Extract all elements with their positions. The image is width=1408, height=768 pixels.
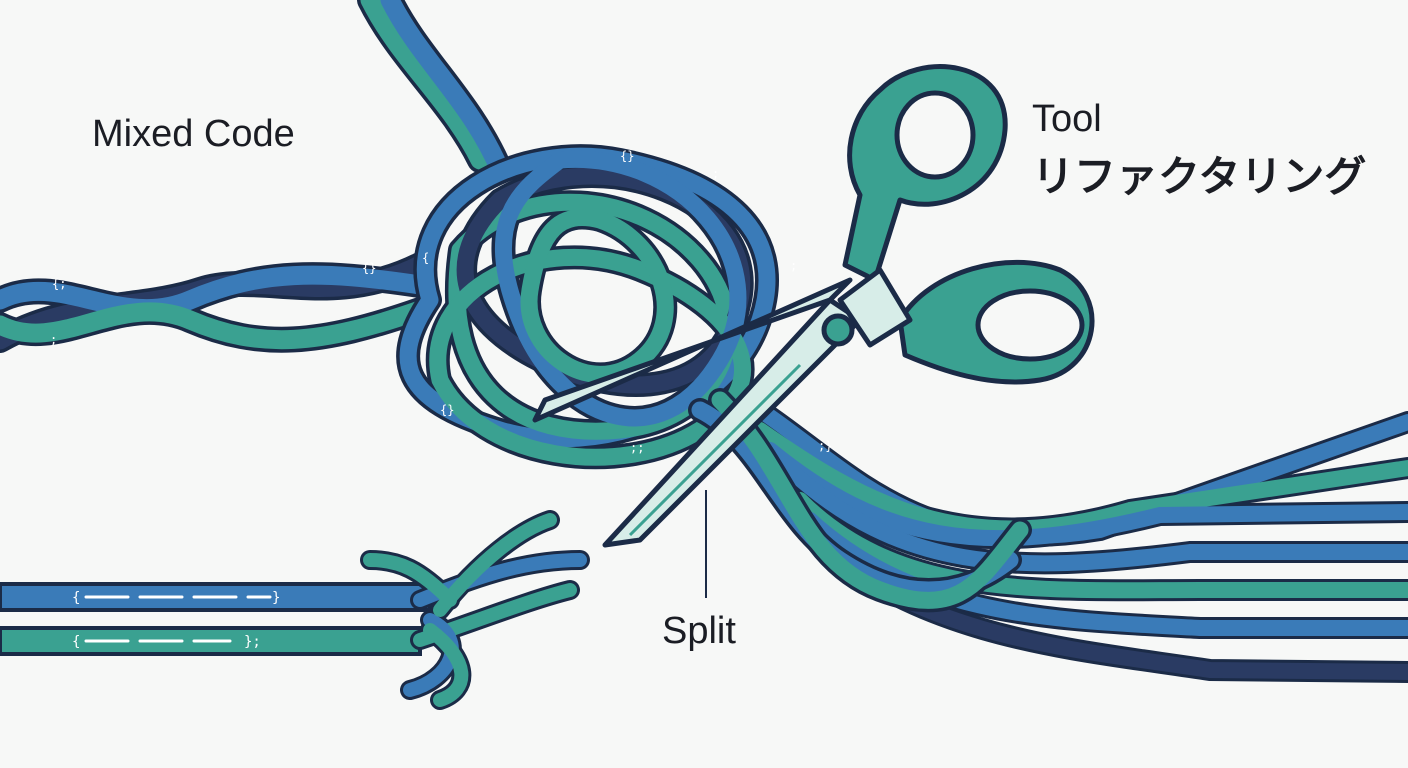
glyph-knot-6: ;} [818, 439, 832, 453]
refactoring-label: リファクタリング [1032, 143, 1366, 204]
glyph-left-rope-1: {; [52, 277, 66, 291]
glyph-knot-1: {} [620, 149, 634, 163]
glyph-knot-5: ;; [630, 441, 644, 455]
glyph-strand-bottom-open: { [72, 634, 80, 650]
glyph-left-rope-3: {} [362, 261, 376, 275]
glyph-knot-3: { [422, 251, 429, 265]
tool-label: Tool [1032, 98, 1102, 141]
glyph-strand-top-open: { [72, 590, 80, 606]
split-label: Split [662, 610, 736, 653]
bottom-left-cut-cables [0, 520, 580, 700]
right-separated-cables [760, 410, 1408, 672]
glyph-knot-4: {} [440, 403, 454, 417]
glyph-strand-bottom-close: }; [244, 634, 261, 650]
glyph-knot-7: ; [790, 259, 797, 273]
glyph-strand-top-close: } [272, 590, 280, 606]
glyph-knot-2: ; [712, 167, 719, 181]
glyph-left-rope-2: ; [50, 333, 57, 347]
top-rope [370, 0, 500, 170]
mixed-code-label: Mixed Code [92, 113, 295, 156]
